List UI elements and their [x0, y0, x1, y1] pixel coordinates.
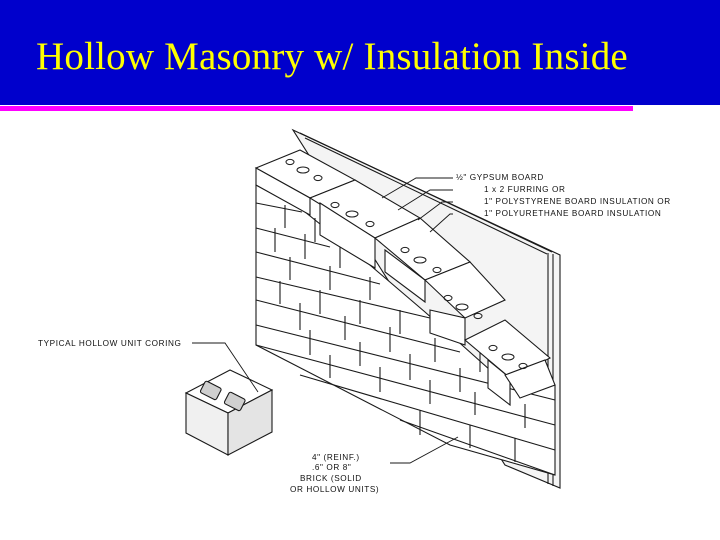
furring-label: 1 x 2 FURRING OR [484, 185, 565, 194]
callout-labels: ½" GYPSUM BOARD 1 x 2 FURRING OR 1" POLY… [38, 173, 671, 494]
brick-label-line-2: .6" OR 8" [312, 463, 351, 472]
masonry-wall-diagram: ½" GYPSUM BOARD 1 x 2 FURRING OR 1" POLY… [38, 128, 671, 494]
brick-wall [255, 184, 556, 476]
hollow-unit-block [184, 369, 274, 456]
gypsum-label: ½" GYPSUM BOARD [456, 173, 544, 182]
slide-title: Hollow Masonry w/ Insulation Inside [36, 35, 628, 78]
unit-cores [285, 158, 528, 370]
hollow-coring-label: TYPICAL HOLLOW UNIT CORING [38, 339, 181, 348]
title-banner [0, 0, 720, 105]
brick-label-line-3: BRICK (SOLID [300, 474, 362, 483]
top-hollow-units [254, 149, 556, 407]
brick-label-line-4: OR HOLLOW UNITS) [290, 485, 379, 494]
polystyrene-label: 1" POLYSTYRENE BOARD INSULATION OR [484, 197, 671, 206]
leader-lines [192, 177, 459, 464]
polyurethane-label: 1" POLYURETHANE BOARD INSULATION [484, 209, 661, 218]
title-underline [0, 106, 633, 111]
brick-label-line-1: 4" (REINF.) [312, 453, 360, 462]
